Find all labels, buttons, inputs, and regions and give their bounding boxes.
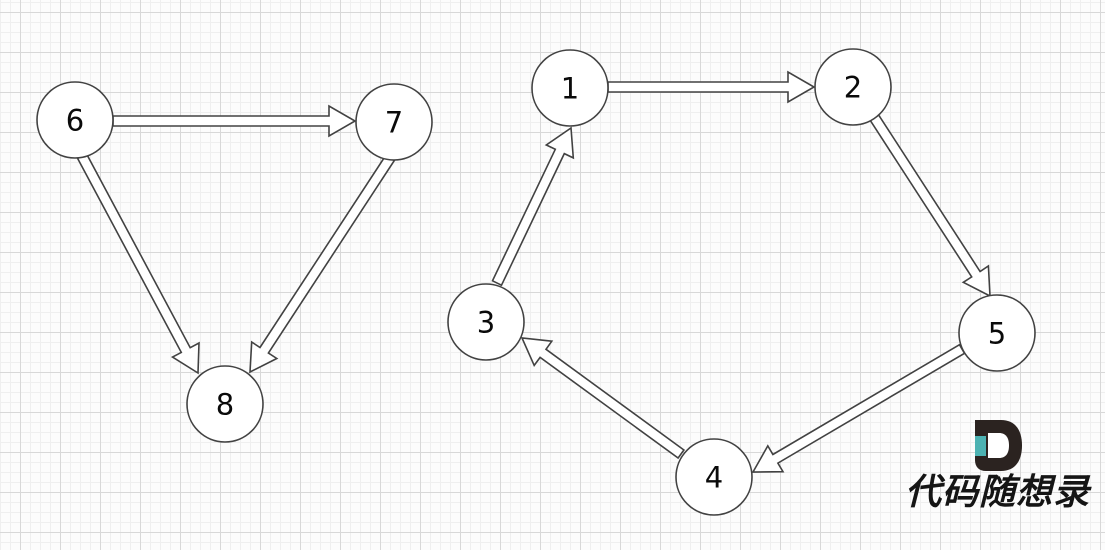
edge-arrow-4-to-3 [520, 337, 686, 460]
graph-node-4 [675, 438, 753, 516]
edge-arrow-2-to-5 [868, 113, 991, 298]
node-label-5: 5 [988, 316, 1006, 350]
node-label-3: 3 [477, 305, 495, 339]
graph-node-2 [814, 48, 892, 126]
edge-arrow-7-to-8 [249, 154, 396, 374]
edge-arrow-1-to-2 [607, 70, 816, 104]
edge-arrow-6-to-7 [112, 104, 357, 138]
edge-arrow-3-to-1 [491, 126, 575, 287]
edge-arrow-6-to-8 [76, 152, 200, 375]
graph-node-6 [36, 81, 114, 159]
node-label-6: 6 [66, 103, 84, 137]
graph-node-7 [355, 83, 433, 161]
graph-node-5 [958, 294, 1036, 372]
cycle-graph: 1 2 3 4 5 [447, 48, 1036, 516]
node-label-1: 1 [561, 71, 579, 105]
node-label-8: 8 [216, 387, 234, 421]
graph-node-8 [186, 365, 264, 443]
graph-node-3 [447, 283, 525, 361]
node-label-4: 4 [705, 460, 723, 494]
graph-node-1 [531, 49, 609, 127]
edge-arrow-5-to-4 [751, 343, 966, 473]
node-label-2: 2 [844, 70, 862, 104]
triangle-graph: 6 7 8 [36, 81, 433, 443]
node-label-7: 7 [385, 105, 403, 139]
